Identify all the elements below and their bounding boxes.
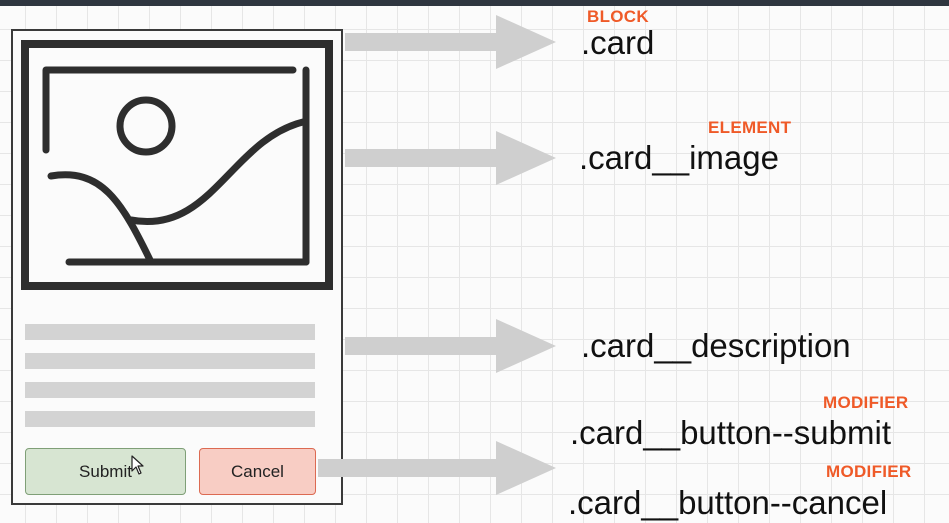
modifier-tag-cancel: MODIFIER bbox=[826, 462, 912, 481]
card-image-class-name: .card__image bbox=[579, 139, 779, 176]
hill-curve bbox=[47, 171, 155, 266]
card-class-name: .card bbox=[581, 24, 655, 61]
arrow-to-card-image bbox=[345, 131, 556, 185]
arrow-to-card-buttons bbox=[318, 441, 556, 495]
description-line bbox=[25, 382, 315, 398]
image-placeholder-icon bbox=[21, 40, 333, 290]
block-tag: BLOCK bbox=[587, 7, 649, 26]
cancel-button[interactable]: Cancel bbox=[199, 448, 316, 495]
arrow-to-card bbox=[345, 15, 556, 69]
element-tag: ELEMENT bbox=[708, 118, 792, 137]
submit-button-label: Submit bbox=[79, 461, 132, 481]
sun-circle bbox=[116, 96, 176, 156]
top-bar bbox=[0, 0, 949, 6]
card: Submit Cancel bbox=[11, 29, 343, 505]
cancel-button-label: Cancel bbox=[231, 461, 284, 481]
arrow-to-card-description bbox=[345, 319, 556, 373]
description-line bbox=[25, 411, 315, 427]
card-button-submit-class-name: .card__button--submit bbox=[570, 414, 891, 451]
card-button-cancel-class-name: .card__button--cancel bbox=[568, 484, 888, 521]
image-outer-frame bbox=[21, 40, 333, 290]
description-line bbox=[25, 324, 315, 340]
modifier-tag-submit: MODIFIER bbox=[823, 393, 909, 412]
mouse-pointer-icon bbox=[131, 455, 144, 475]
description-line bbox=[25, 353, 315, 369]
wave-curve bbox=[127, 118, 307, 226]
card-description-class-name: .card__description bbox=[581, 327, 851, 364]
submit-button[interactable]: Submit bbox=[25, 448, 186, 495]
